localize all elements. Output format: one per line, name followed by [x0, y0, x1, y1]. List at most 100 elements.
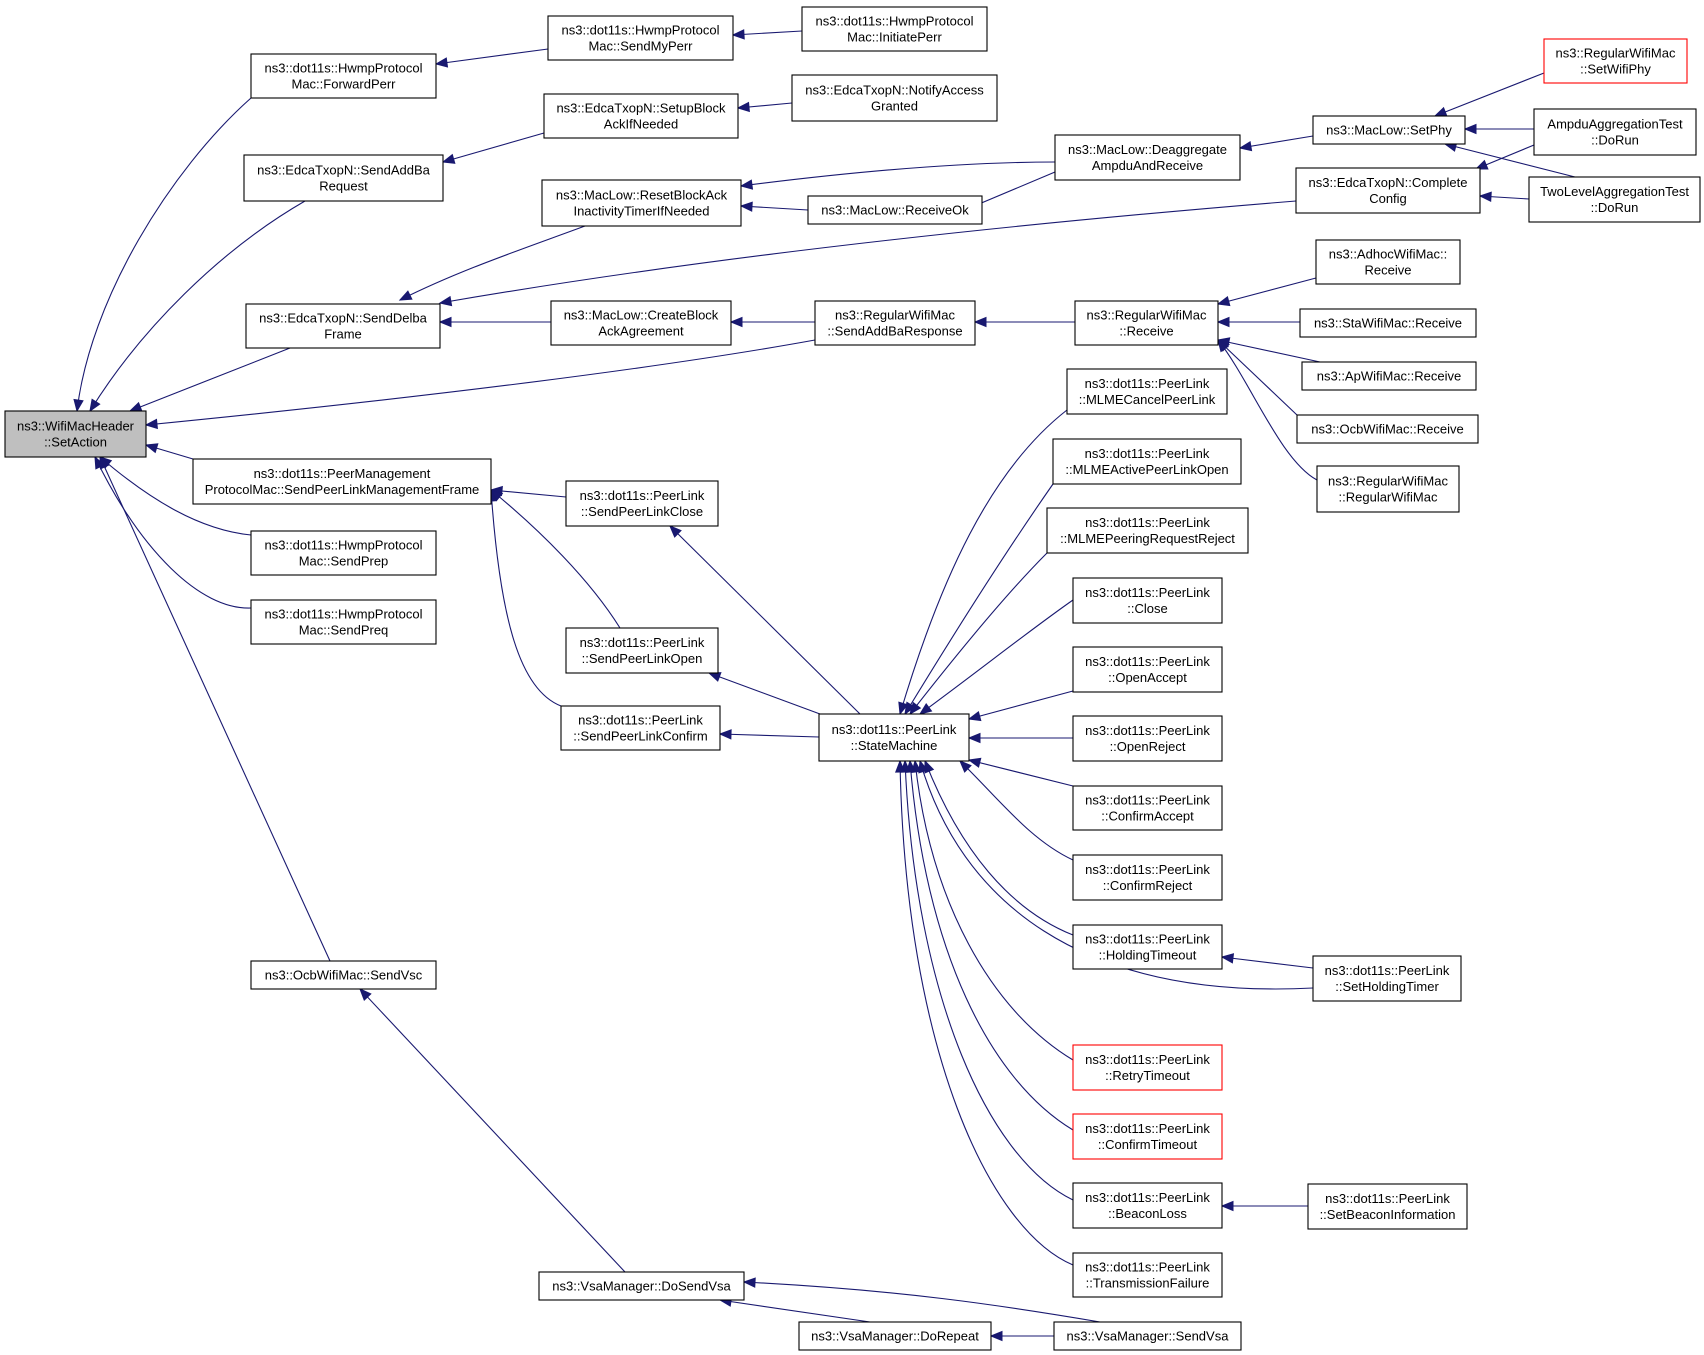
node-box[interactable]: [814, 300, 976, 346]
node-box[interactable]: [798, 1321, 992, 1351]
node-box[interactable]: [1072, 1113, 1223, 1160]
node-sendVsa[interactable]: ns3::VsaManager::SendVsa: [1053, 1321, 1242, 1351]
node-box[interactable]: [1066, 368, 1228, 415]
node-adhocRecv[interactable]: ns3::AdhocWifiMac::Receive: [1315, 239, 1461, 285]
node-stateMachine[interactable]: ns3::dot11s::PeerLink::StateMachine: [818, 713, 970, 762]
node-box[interactable]: [1299, 308, 1477, 338]
node-doRepeat[interactable]: ns3::VsaManager::DoRepeat: [798, 1321, 992, 1351]
node-plConfirm[interactable]: ns3::dot11s::PeerLink::SendPeerLinkConfi…: [560, 705, 721, 751]
node-box[interactable]: [1072, 924, 1223, 970]
node-box[interactable]: [1072, 715, 1223, 762]
node-initPerr[interactable]: ns3::dot11s::HwmpProtocolMac::InitiatePe…: [801, 6, 988, 52]
node-box[interactable]: [818, 713, 970, 762]
node-doSendVsa[interactable]: ns3::VsaManager::DoSendVsa: [538, 1271, 745, 1301]
node-box[interactable]: [547, 15, 734, 61]
node-box[interactable]: [791, 74, 998, 122]
node-box[interactable]: [250, 530, 437, 576]
node-root[interactable]: ns3::WifiMacHeader::SetAction: [4, 410, 147, 458]
node-box[interactable]: [550, 300, 732, 346]
node-peerMgmt[interactable]: ns3::dot11s::PeerManagementProtocolMac::…: [192, 458, 492, 505]
node-box[interactable]: [243, 154, 444, 202]
node-box[interactable]: [1072, 1252, 1223, 1298]
node-receiveOk[interactable]: ns3::MacLow::ReceiveOk: [807, 195, 983, 225]
node-box[interactable]: [565, 627, 719, 674]
node-box[interactable]: [560, 705, 721, 751]
node-box[interactable]: [543, 93, 739, 139]
node-box[interactable]: [1072, 785, 1223, 831]
node-beaconLoss[interactable]: ns3::dot11s::PeerLink::BeaconLoss: [1072, 1182, 1223, 1229]
node-regCtor[interactable]: ns3::RegularWifiMac::RegularWifiMac: [1316, 465, 1460, 513]
node-plOpen[interactable]: ns3::dot11s::PeerLink::SendPeerLinkOpen: [565, 627, 719, 674]
node-box[interactable]: [1533, 108, 1697, 156]
node-box[interactable]: [1301, 361, 1477, 391]
node-box[interactable]: [1295, 167, 1481, 214]
node-regRecv[interactable]: ns3::RegularWifiMac::Receive: [1074, 300, 1219, 346]
node-box[interactable]: [1316, 465, 1460, 513]
node-box[interactable]: [538, 1271, 745, 1301]
node-box[interactable]: [1315, 239, 1461, 285]
node-confAccept[interactable]: ns3::dot11s::PeerLink::ConfirmAccept: [1072, 785, 1223, 831]
node-setBeacon[interactable]: ns3::dot11s::PeerLink::SetBeaconInformat…: [1307, 1183, 1468, 1230]
node-box[interactable]: [1296, 414, 1479, 444]
node-box[interactable]: [1052, 438, 1242, 485]
node-mlmePeering[interactable]: ns3::dot11s::PeerLink::MLMEPeeringReques…: [1046, 507, 1249, 554]
node-box[interactable]: [1072, 854, 1223, 901]
node-openAccept[interactable]: ns3::dot11s::PeerLink::OpenAccept: [1072, 646, 1223, 693]
node-resetBlock[interactable]: ns3::MacLow::ResetBlockAckInactivityTime…: [541, 179, 742, 227]
node-setWifiPhy[interactable]: ns3::RegularWifiMac::SetWifiPhy: [1543, 38, 1688, 84]
node-box[interactable]: [250, 599, 437, 645]
node-box[interactable]: [250, 960, 437, 990]
node-twoLevel[interactable]: TwoLevelAggregationTest::DoRun: [1528, 176, 1701, 223]
node-box[interactable]: [801, 6, 988, 52]
node-confReject[interactable]: ns3::dot11s::PeerLink::ConfirmReject: [1072, 854, 1223, 901]
node-box[interactable]: [1046, 507, 1249, 554]
node-confTimeout[interactable]: ns3::dot11s::PeerLink::ConfirmTimeout: [1072, 1113, 1223, 1160]
node-openReject[interactable]: ns3::dot11s::PeerLink::OpenReject: [1072, 715, 1223, 762]
node-setHold[interactable]: ns3::dot11s::PeerLink::SetHoldingTimer: [1312, 955, 1462, 1002]
node-txFail[interactable]: ns3::dot11s::PeerLink::TransmissionFailu…: [1072, 1252, 1223, 1298]
node-sendVsc[interactable]: ns3::OcbWifiMac::SendVsc: [250, 960, 437, 990]
node-retryTimeout[interactable]: ns3::dot11s::PeerLink::RetryTimeout: [1072, 1044, 1223, 1091]
node-box[interactable]: [192, 458, 492, 505]
node-staRecv[interactable]: ns3::StaWifiMac::Receive: [1299, 308, 1477, 338]
node-holdTimeout[interactable]: ns3::dot11s::PeerLink::HoldingTimeout: [1072, 924, 1223, 970]
node-box[interactable]: [1543, 38, 1688, 84]
node-plClose[interactable]: ns3::dot11s::PeerLink::SendPeerLinkClose: [565, 480, 719, 527]
node-box[interactable]: [1053, 1321, 1242, 1351]
node-ampduTest[interactable]: AmpduAggregationTest::DoRun: [1533, 108, 1697, 156]
node-setPhy[interactable]: ns3::MacLow::SetPhy: [1312, 115, 1466, 145]
node-box[interactable]: [250, 53, 437, 99]
node-apRecv[interactable]: ns3::ApWifiMac::Receive: [1301, 361, 1477, 391]
node-ocbRecv[interactable]: ns3::OcbWifiMac::Receive: [1296, 414, 1479, 444]
node-box[interactable]: [1072, 1044, 1223, 1091]
node-box[interactable]: [541, 179, 742, 227]
node-box[interactable]: [1072, 1182, 1223, 1229]
node-box[interactable]: [1054, 134, 1241, 181]
node-box[interactable]: [245, 303, 441, 349]
node-box[interactable]: [1072, 577, 1223, 624]
node-box[interactable]: [1312, 115, 1466, 145]
node-box[interactable]: [1074, 300, 1219, 346]
node-box[interactable]: [4, 410, 147, 458]
node-fwdPerr[interactable]: ns3::dot11s::HwmpProtocolMac::ForwardPer…: [250, 53, 437, 99]
node-mlmeCancel[interactable]: ns3::dot11s::PeerLink::MLMECancelPeerLin…: [1066, 368, 1228, 415]
node-mlmeActive[interactable]: ns3::dot11s::PeerLink::MLMEActivePeerLin…: [1052, 438, 1242, 485]
node-box[interactable]: [1307, 1183, 1468, 1230]
node-box[interactable]: [1528, 176, 1701, 223]
node-box[interactable]: [1072, 646, 1223, 693]
node-box[interactable]: [1312, 955, 1462, 1002]
node-box[interactable]: [565, 480, 719, 527]
node-box[interactable]: [807, 195, 983, 225]
node-plCloseFn[interactable]: ns3::dot11s::PeerLink::Close: [1072, 577, 1223, 624]
node-addBaResp[interactable]: ns3::RegularWifiMac::SendAddBaResponse: [814, 300, 976, 346]
